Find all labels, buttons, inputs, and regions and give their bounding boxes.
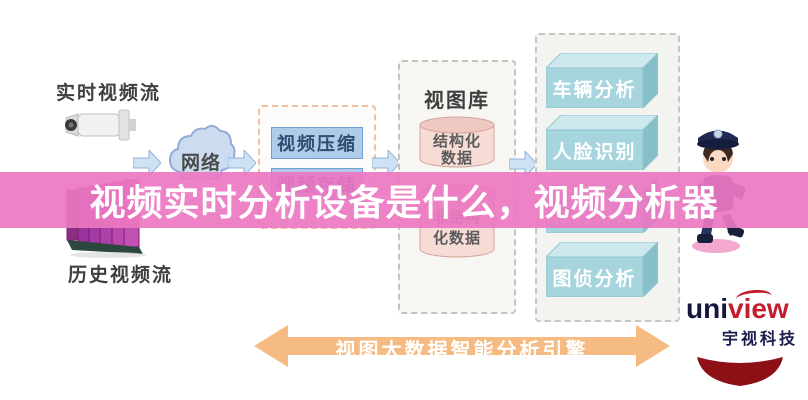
engine-label: 视图大数据智能分析引擎 [335, 340, 589, 362]
camera-icon [65, 109, 136, 141]
cube-icon [544, 51, 660, 110]
video-compression-box: 视频压缩 [271, 127, 363, 159]
logo-view-text: view [728, 293, 789, 324]
double-arrow-icon [254, 325, 670, 367]
flow-arrow-icon [372, 150, 400, 176]
history-stream-label: 历史视频流 [68, 265, 174, 286]
flow-arrow-icon [133, 150, 161, 176]
headline-banner: 视频实时分析设备是什么，视频分析器 [0, 172, 808, 228]
unstructured-data-line2: 化数据 [432, 230, 481, 247]
database-cylinder-icon [419, 116, 495, 168]
view-library-title: 视图库 [424, 90, 490, 112]
logo-crescent-icon [697, 357, 783, 386]
network-label: 网络 [180, 153, 221, 174]
structured-data-line1: 结构化 [432, 133, 481, 150]
realtime-stream-label: 实时视频流 [56, 83, 162, 104]
headline-text: 视频实时分析设备是什么，视频分析器 [89, 182, 719, 223]
cube-icon [544, 113, 660, 172]
analysis-box-vehicle: 车辆分析 [544, 51, 660, 110]
engine-arrow: 视图大数据智能分析引擎 [252, 321, 672, 371]
analysis-box-face: 人脸识别 [544, 113, 660, 172]
flow-arrow-icon [228, 150, 256, 176]
analysis-box-image: 图侦分析 [544, 240, 660, 299]
structured-data-cylinder: 结构化 数据 [419, 116, 495, 168]
flow-arrow-icon [509, 151, 537, 177]
network-cloud: 网络 [166, 118, 236, 181]
structured-data-line2: 数据 [440, 150, 473, 167]
logo-swoosh-icon [735, 288, 773, 307]
logo-uni-text: uni [686, 293, 728, 324]
logo-cn-text: 宇视科技 [722, 331, 799, 348]
